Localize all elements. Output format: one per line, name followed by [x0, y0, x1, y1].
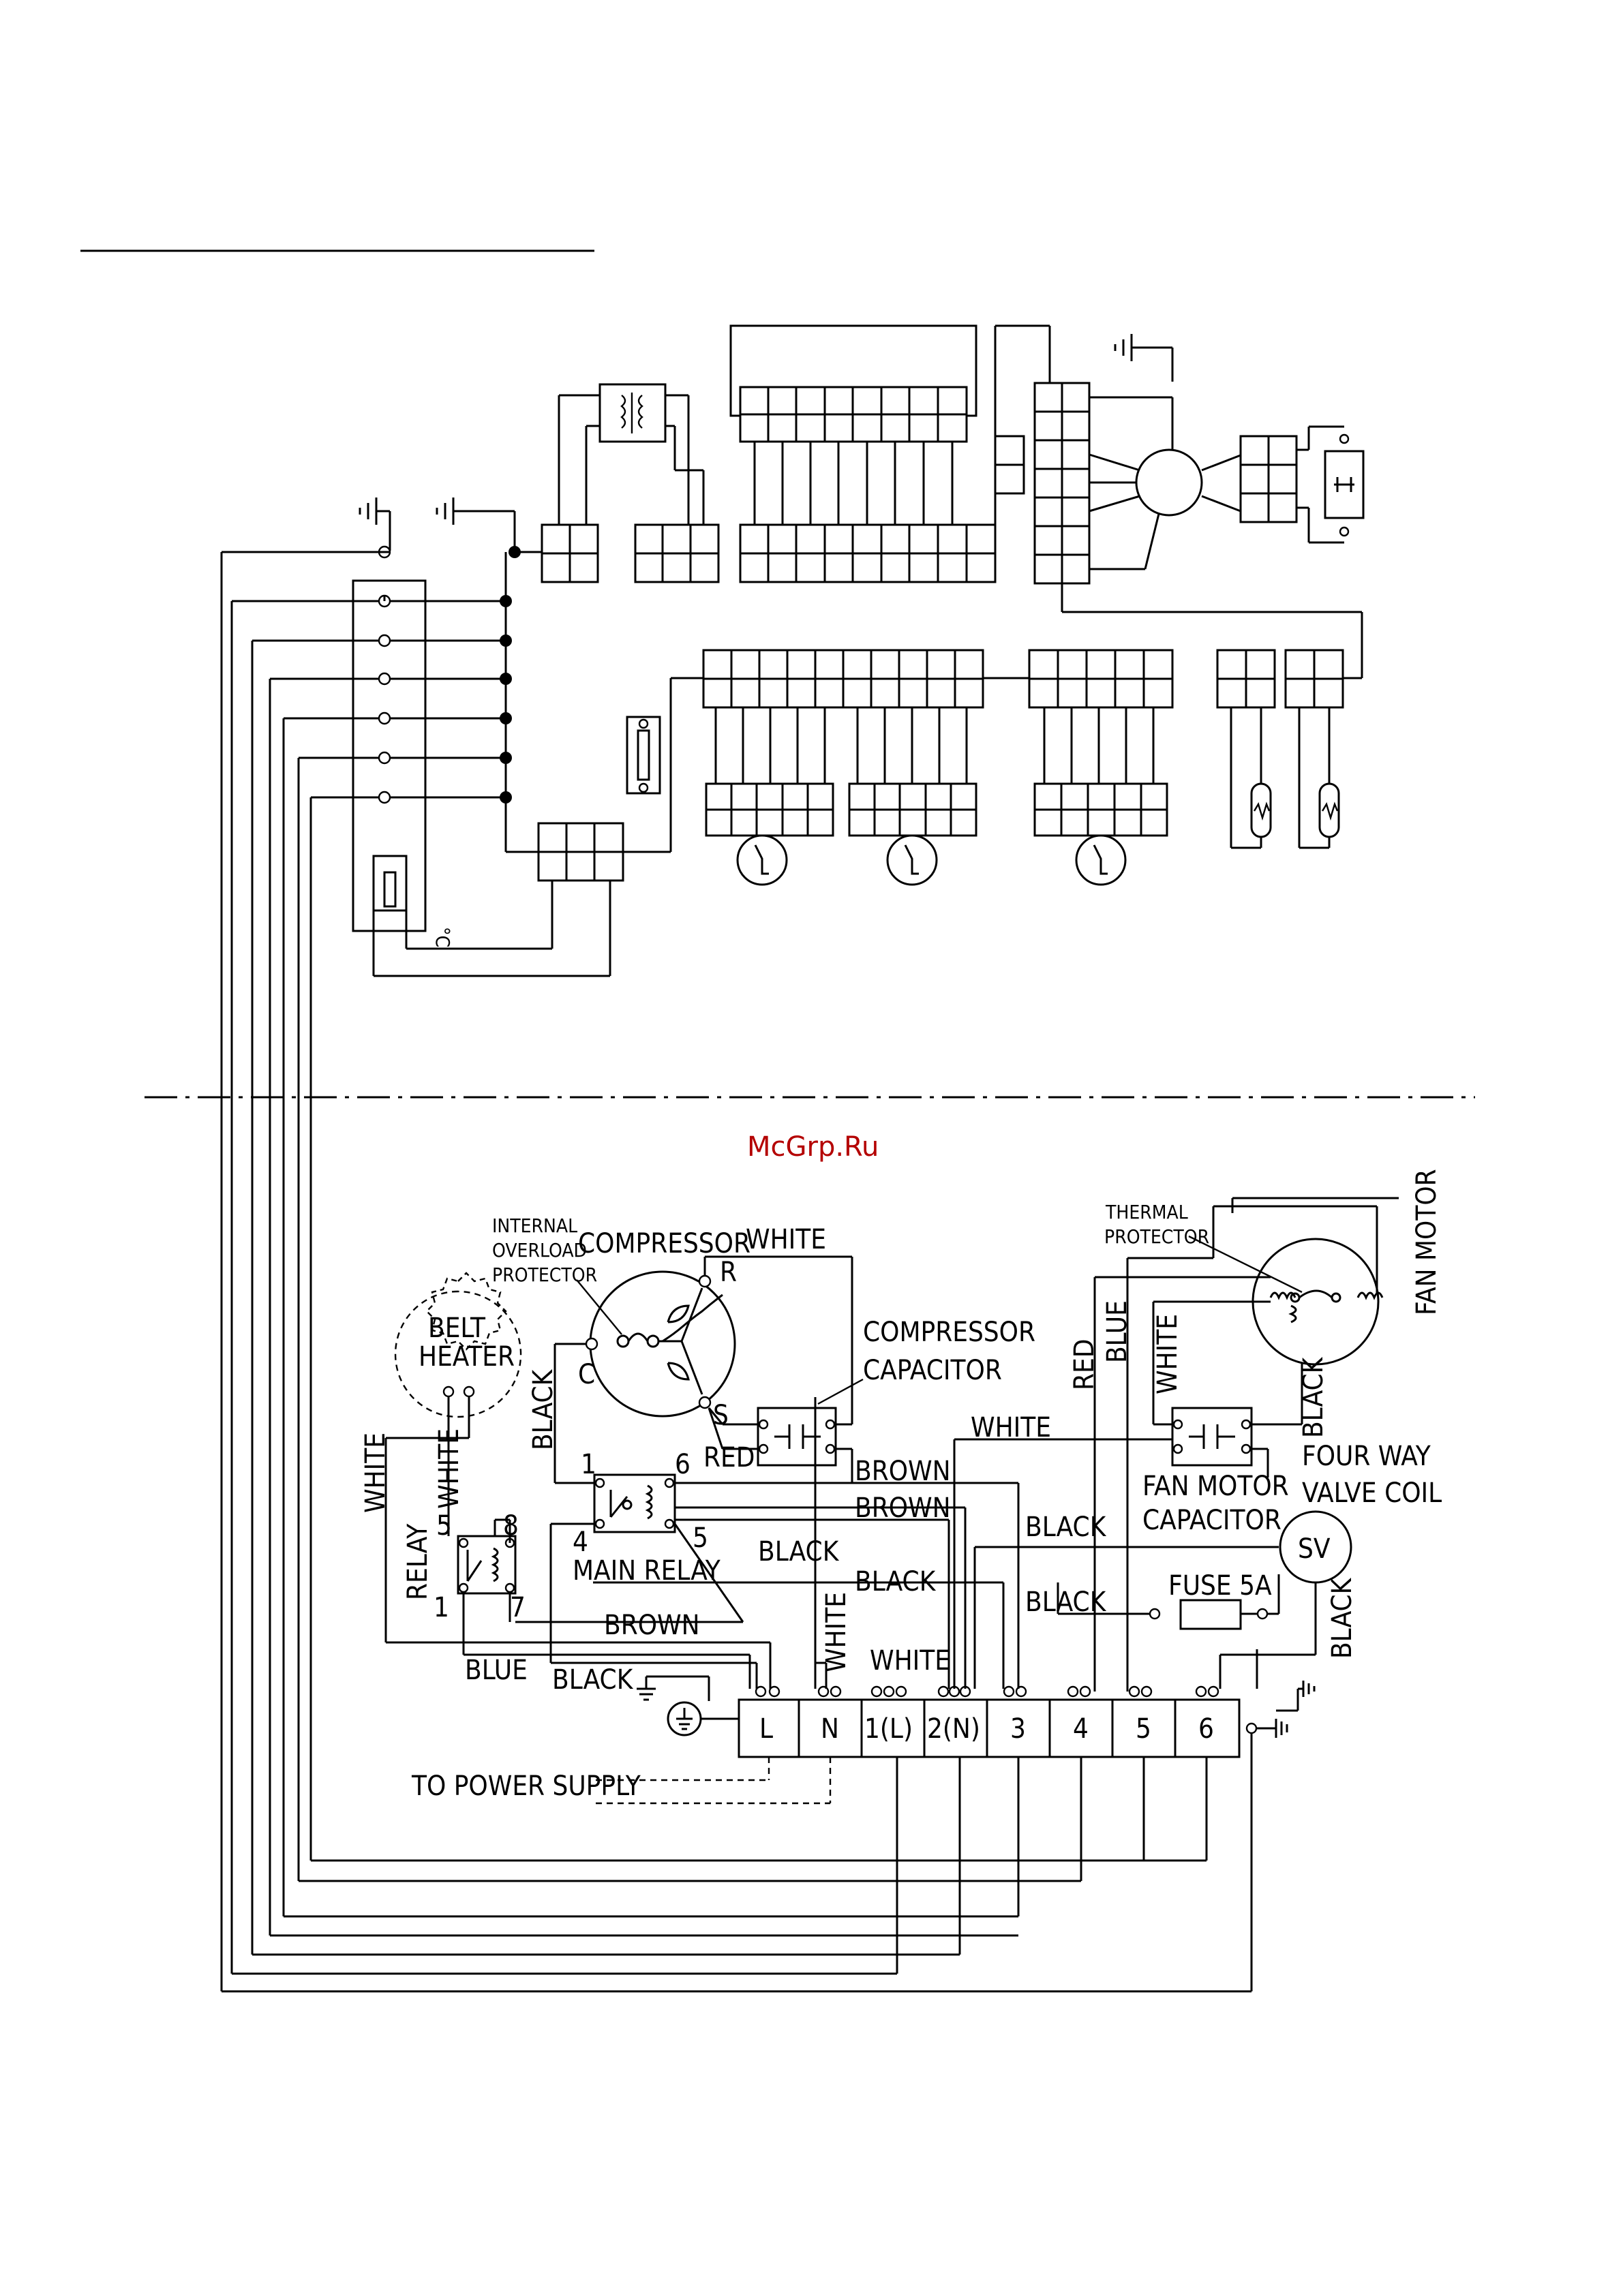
thermal-protector-label-1: THERMAL — [1105, 1201, 1188, 1223]
ground-icon — [359, 498, 391, 551]
belt-heater-label-2: HEATER — [419, 1341, 515, 1373]
ground-icon — [1114, 334, 1172, 361]
wire-white-label: WHITE — [746, 1224, 826, 1255]
four-way-valve-label-1: FOUR WAY — [1302, 1441, 1431, 1472]
to-power-supply-label: TO POWER SUPPLY — [411, 1771, 641, 1802]
main-relay-pin-4: 4 — [573, 1527, 588, 1558]
fuse-label: FUSE 5A — [1168, 1570, 1272, 1602]
indoor-section: °C — [220, 324, 1365, 1991]
main-relay-pin-5: 5 — [693, 1522, 708, 1554]
fan-motor-label: FAN MOTOR — [1411, 1169, 1442, 1315]
wire-black-label-2: BLACK — [758, 1536, 840, 1567]
wire-white-label-4: WHITE — [821, 1592, 852, 1672]
ground-icon — [637, 1675, 710, 1701]
compressor-terminal-r: R — [720, 1257, 737, 1288]
wire-white-label-2: WHITE — [971, 1412, 1051, 1443]
wire-black-label-6: BLACK — [552, 1664, 634, 1696]
fuse-icon — [1179, 1599, 1242, 1630]
celsius-label: °C — [431, 927, 454, 947]
compressor-label: COMPRESSOR — [578, 1228, 750, 1259]
terminal-4: 4 — [1073, 1713, 1089, 1745]
wire-white-label-3: WHITE — [870, 1645, 950, 1677]
sv-label: SV — [1298, 1533, 1331, 1565]
relay-pin-7: 7 — [510, 1592, 526, 1623]
wire-black-label: BLACK — [528, 1368, 559, 1450]
wire-black-label-5: BLACK — [1025, 1587, 1107, 1618]
sensor-icon — [1318, 782, 1340, 838]
thermal-protector-label-2: PROTECTOR — [1104, 1225, 1209, 1248]
fan-motor-capacitor-label-2: CAPACITOR — [1142, 1505, 1281, 1536]
fan-motor-capacitor-icon — [1171, 1407, 1253, 1467]
wire-brown-label-2: BROWN — [855, 1493, 951, 1524]
compressor-icon — [589, 1270, 736, 1418]
compressor-terminal-c: C — [578, 1359, 595, 1390]
wire-black-label-8: BLACK — [1326, 1577, 1358, 1659]
terminal-l: L — [759, 1713, 773, 1745]
terminal-3: 3 — [1010, 1713, 1026, 1745]
sensor-icon — [1250, 782, 1272, 838]
fan-motor-capacitor-label-1: FAN MOTOR — [1142, 1471, 1289, 1502]
main-relay-pin-1: 1 — [581, 1449, 596, 1480]
main-relay-icon — [593, 1473, 676, 1533]
relay-icon — [457, 1535, 517, 1595]
terminal-6: 6 — [1198, 1713, 1214, 1745]
fan-motor-icon — [1135, 448, 1203, 517]
wire-red-label: RED — [703, 1442, 755, 1473]
wire-white-label-5: WHITE — [360, 1433, 391, 1513]
belt-heater-icon — [394, 1272, 522, 1418]
wire-blue-label: BLUE — [465, 1655, 528, 1686]
terminal-block — [738, 1698, 1241, 1758]
watermark: McGrp.Ru — [747, 1131, 879, 1163]
overload-label-2: OVERLOAD — [492, 1239, 587, 1261]
relay-pin-1: 1 — [434, 1592, 449, 1623]
ground-icon — [1256, 1649, 1316, 1738]
wire-black-label-7: BLACK — [1298, 1356, 1329, 1438]
belt-heater-label-1: BELT — [428, 1313, 486, 1344]
wire-white-label-6: WHITE — [434, 1428, 465, 1509]
terminal-5: 5 — [1136, 1713, 1151, 1745]
wire-brown-label: BROWN — [855, 1456, 951, 1487]
overload-label-3: PROTECTOR — [492, 1264, 597, 1286]
overload-label-1: INTERNAL — [492, 1214, 577, 1237]
wire-blue-label-2: BLUE — [1102, 1300, 1133, 1363]
terminal-1l: 1(L) — [864, 1713, 913, 1745]
wire-black-label-4: BLACK — [1025, 1512, 1107, 1543]
compressor-capacitor-label-2: CAPACITOR — [863, 1355, 1002, 1386]
outdoor-section: COMPRESSOR R C S INTERNAL OVERLOAD PROTE… — [222, 1169, 1442, 1993]
ground-icon — [436, 498, 516, 552]
wire-red-label-2: RED — [1069, 1339, 1100, 1390]
wire-white-label-7: WHITE — [1152, 1314, 1183, 1394]
fan-motor-icon — [1252, 1238, 1380, 1366]
compressor-capacitor-icon — [757, 1407, 837, 1467]
compressor-capacitor-label-1: COMPRESSOR — [863, 1317, 1035, 1348]
relay-label: RELAY — [402, 1523, 434, 1600]
wire-brown-label-3: BROWN — [604, 1610, 700, 1641]
main-relay-label: MAIN RELAY — [573, 1555, 721, 1587]
terminal-n: N — [821, 1713, 839, 1745]
main-relay-pin-6: 6 — [675, 1449, 691, 1480]
wire-black-label-3: BLACK — [855, 1566, 937, 1597]
terminal-2n: 2(N) — [927, 1713, 980, 1745]
four-way-valve-label-2: VALVE COIL — [1302, 1478, 1442, 1509]
